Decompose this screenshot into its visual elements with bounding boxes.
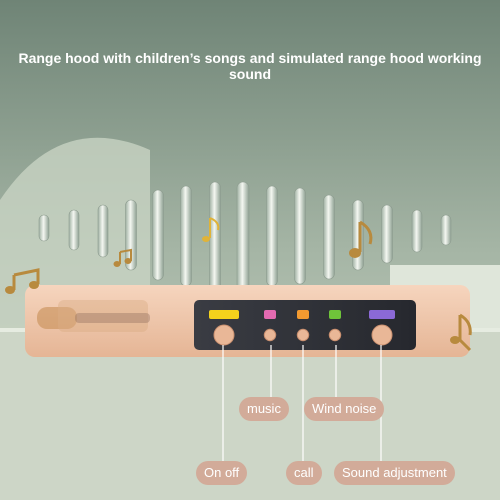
music-note-icon — [450, 313, 472, 352]
vent-slot — [152, 189, 164, 281]
wind-noise-button[interactable] — [329, 310, 341, 319]
label-sound-adjustment: Sound adjustment — [334, 461, 455, 485]
label-wind-noise: Wind noise — [304, 397, 385, 421]
control-panel — [194, 300, 416, 350]
vent-slot — [68, 209, 80, 251]
on-off-button[interactable] — [209, 310, 239, 319]
vent-slot — [294, 187, 306, 285]
label-on-off: On off — [196, 461, 248, 485]
vent-slot — [411, 209, 423, 253]
call-knob[interactable] — [296, 328, 310, 342]
controls — [209, 310, 395, 346]
vent-slot — [381, 204, 393, 264]
blurred-logo — [37, 300, 150, 332]
sound-adjustment-button[interactable] — [369, 310, 395, 319]
on-off-knob[interactable] — [213, 324, 235, 346]
wind-noise-knob[interactable] — [328, 328, 342, 342]
vent-slot — [97, 204, 109, 258]
vent-slot — [323, 194, 335, 280]
music-note-icon — [349, 220, 373, 258]
vent-slot — [266, 185, 278, 287]
vent-slot — [352, 199, 364, 271]
label-music: music — [239, 397, 289, 421]
label-call: call — [286, 461, 322, 485]
vent-slot — [125, 199, 137, 271]
music-note-icon — [113, 248, 132, 267]
music-button[interactable] — [264, 310, 276, 319]
caption: Range hood with children’s songs and sim… — [18, 50, 482, 82]
vent-slot — [38, 214, 50, 242]
vent-slot — [209, 181, 221, 291]
music-knob[interactable] — [263, 328, 277, 342]
music-note-icon — [202, 217, 220, 242]
call-button[interactable] — [297, 310, 309, 319]
vent-slot — [440, 214, 452, 246]
music-note-icon — [5, 268, 40, 294]
vent-slot — [180, 185, 192, 287]
sound-adjustment-knob[interactable] — [371, 324, 393, 346]
vent-slots — [38, 181, 452, 293]
vent-slot — [236, 181, 250, 293]
